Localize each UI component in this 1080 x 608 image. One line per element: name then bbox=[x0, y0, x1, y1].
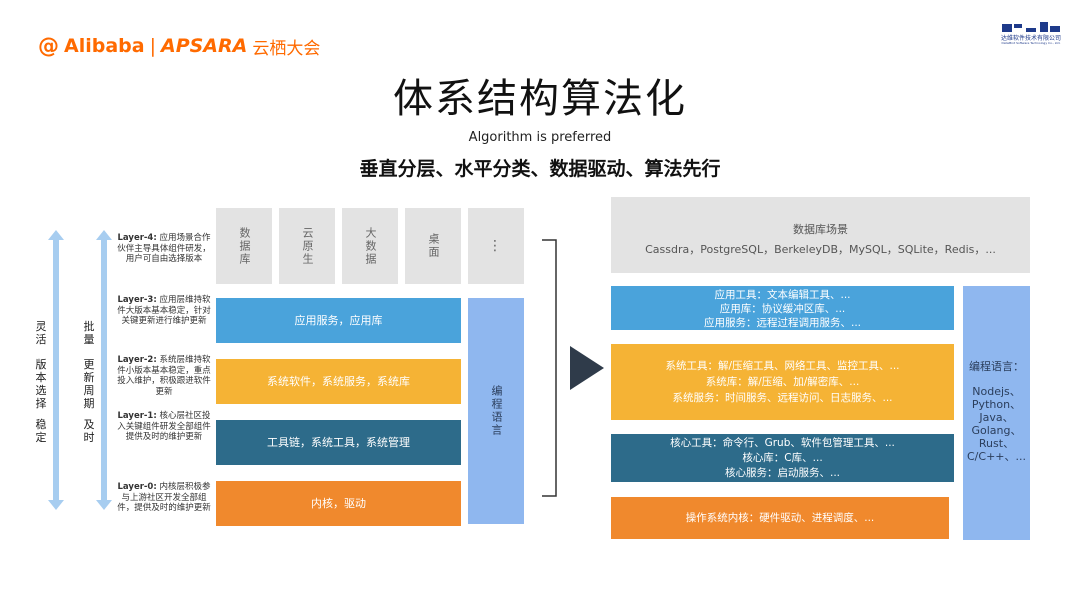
scenario-database: 数据库 bbox=[216, 208, 272, 284]
outer-label-mid: 版本选择 bbox=[35, 358, 47, 410]
corp-subtitle: DataMint Software Technology Co., Ltd. bbox=[1001, 41, 1061, 45]
right-app-line-3: 应用服务：远程过程调用服务、... bbox=[703, 317, 861, 329]
right-app-box: 应用工具：文本编辑工具、... 应用库：协议缓冲区库、... 应用服务：远程过程… bbox=[611, 286, 954, 330]
right-kernel-box: 操作系统内核：硬件驱动、进程调度、... bbox=[611, 497, 949, 539]
alibaba-mark-icon: @ bbox=[38, 34, 59, 58]
right-lang-item: C/C++、... bbox=[967, 450, 1026, 463]
page-subtitle: Algorithm is preferred bbox=[468, 130, 612, 145]
inner-label-mid: 更新周期 bbox=[83, 358, 95, 410]
right-sys-line-1: 系统工具：解/压缩工具、网络工具、监控工具、... bbox=[665, 360, 900, 372]
brand-yunqi: 云栖大会 bbox=[252, 38, 321, 59]
right-lang-item: Rust、 bbox=[978, 437, 1015, 450]
db-scenario-box: 数据库场景 Cassdra，PostgreSQL，BerkeleyDB，MySQ… bbox=[611, 197, 1030, 273]
outer-label-top: 灵活 bbox=[35, 320, 47, 346]
brand-alibaba: Alibaba bbox=[64, 35, 145, 57]
layer-4-desc: Layer-4: 应用场景合作伙伴主导具体组件研发，用户可自由选择版本 bbox=[117, 233, 211, 264]
right-lang-item: Java、 bbox=[979, 411, 1014, 424]
corp-logo-icon bbox=[1002, 22, 1060, 32]
layer-2-desc: Layer-2: 系统层维持软件小版本基本稳定，重点投入维护，积极跟进软件更新 bbox=[117, 355, 211, 397]
outer-double-arrow-icon bbox=[48, 230, 64, 510]
brand-logo: @ Alibaba | APSARA 云栖大会 bbox=[38, 34, 321, 59]
layer-0-desc: Layer-0: 内核层积极参与上游社区开发全部组件，提供及时的维护更新 bbox=[117, 482, 211, 513]
db-scenario-list: Cassdra，PostgreSQL，BerkeleyDB，MySQL，SQLi… bbox=[645, 243, 996, 256]
inner-label-bottom: 及时 bbox=[83, 418, 95, 444]
core-layer-box: 工具链，系统工具，系统管理 bbox=[216, 420, 461, 465]
page-title: 体系结构算法化 bbox=[393, 76, 687, 122]
right-core-line-3: 核心服务：启动服务、... bbox=[724, 467, 840, 479]
right-lang-item: Golang、 bbox=[971, 424, 1022, 437]
right-app-line-1: 应用工具：文本编辑工具、... bbox=[714, 289, 851, 301]
corp-name: 达维软件技术有限公司 bbox=[1000, 35, 1061, 42]
right-core-box: 核心工具：命令行、Grub、软件包管理工具、... 核心库：C库、... 核心服… bbox=[611, 434, 954, 482]
lang-column: 编程语言 bbox=[468, 298, 524, 524]
layer-3-desc: Layer-3: 应用层维持软件大版本基本稳定，针对关键更新进行维护更新 bbox=[117, 295, 211, 326]
right-arrow-icon bbox=[570, 346, 604, 390]
app-layer-box: 应用服务，应用库 bbox=[216, 298, 461, 343]
kernel-layer-box: 内核，驱动 bbox=[216, 481, 461, 526]
right-core-line-2: 核心库：C库、... bbox=[742, 452, 823, 464]
scenario-big-data: 大数据 bbox=[342, 208, 398, 284]
inner-double-arrow-icon bbox=[96, 230, 112, 510]
right-sys-line-2: 系统库：解/压缩、加/解密库、... bbox=[705, 376, 860, 388]
db-scenario-title: 数据库场景 bbox=[793, 223, 848, 236]
scenario-desktop: 桌面 bbox=[405, 208, 461, 284]
layer-1-desc: Layer-1: 核心层社区投入关键组件研发全部组件提供及时的维护更新 bbox=[117, 411, 211, 442]
page-tagline: 垂直分层、水平分类、数据驱动、算法先行 bbox=[359, 158, 721, 180]
right-core-line-1: 核心工具：命令行、Grub、软件包管理工具、... bbox=[670, 437, 895, 449]
right-sys-line-3: 系统服务：时间服务、远程访问、日志服务、... bbox=[672, 392, 893, 404]
outer-label-bottom: 稳定 bbox=[35, 418, 47, 444]
scenario-more: ⋮ bbox=[468, 208, 524, 284]
right-lang-item: Nodejs、 bbox=[972, 385, 1021, 398]
scenario-cloud-native: 云原生 bbox=[279, 208, 335, 284]
right-lang-column: 编程语言： Nodejs、 Python、 Java、 Golang、 Rust… bbox=[963, 286, 1030, 540]
inner-label-top: 批量 bbox=[83, 320, 95, 346]
right-lang-item: Python、 bbox=[971, 398, 1022, 411]
right-lang-title: 编程语言： bbox=[969, 360, 1024, 373]
right-app-line-2: 应用库：协议缓冲区库、... bbox=[719, 303, 846, 315]
right-system-box: 系统工具：解/压缩工具、网络工具、监控工具、... 系统库：解/压缩、加/解密库… bbox=[611, 344, 954, 420]
system-layer-box: 系统软件，系统服务，系统库 bbox=[216, 359, 461, 404]
bracket-icon bbox=[542, 239, 557, 497]
brand-separator: | bbox=[149, 35, 156, 57]
brand-apsara: APSARA bbox=[160, 35, 248, 57]
